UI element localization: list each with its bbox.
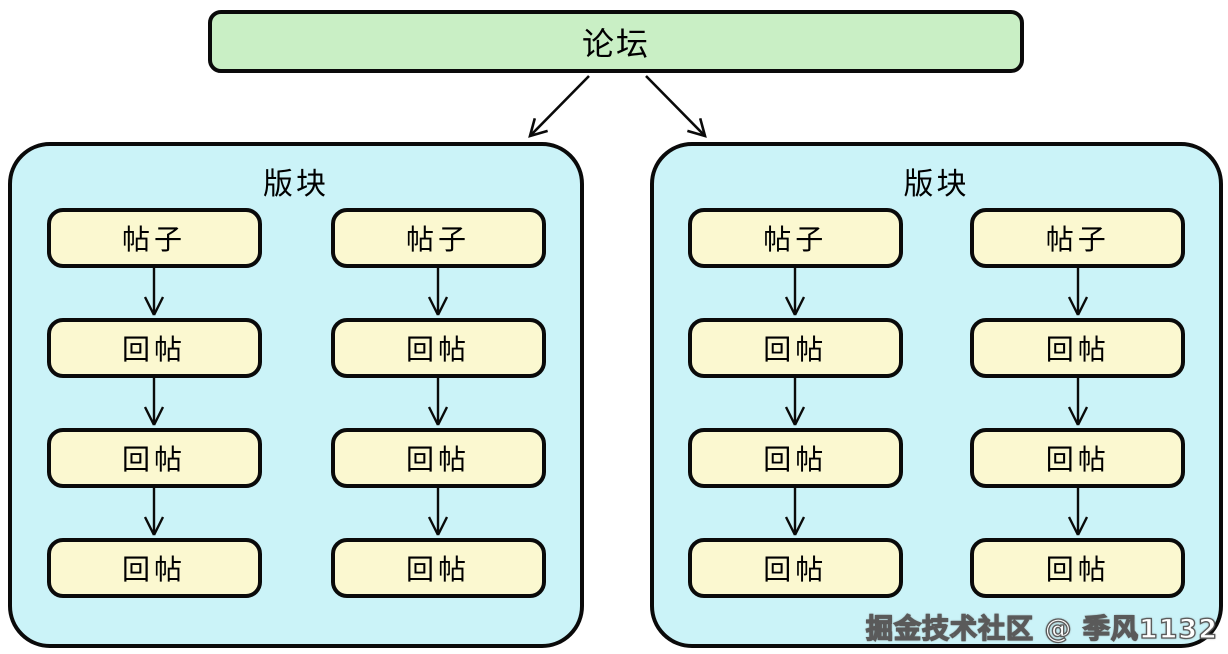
- reply-node: 回帖: [330, 538, 546, 598]
- down-arrow-icon: [427, 378, 449, 426]
- reply-node-label: 回帖: [763, 443, 828, 476]
- down-arrow-icon: [143, 378, 165, 426]
- post-node-label: 帖子: [1045, 223, 1110, 256]
- down-arrow-icon: [143, 488, 165, 536]
- reply-node-label: 回帖: [121, 553, 186, 586]
- post-node: 帖子: [46, 208, 262, 268]
- section-1-column-2: 帖子 回帖 回帖 回帖: [296, 208, 580, 644]
- forum-node-label: 论坛: [581, 24, 650, 63]
- arrow-forum-to-section-1: [528, 75, 590, 138]
- reply-node: 回帖: [687, 318, 903, 378]
- section-2-columns: 帖子 回帖 回帖 回帖 帖子 回帖 回帖 回帖: [654, 208, 1219, 644]
- section-1-columns: 帖子 回帖 回帖 回帖 帖子 回帖 回帖 回帖: [12, 208, 580, 644]
- post-node-label: 帖子: [405, 223, 470, 256]
- down-arrow-icon: [427, 488, 449, 536]
- reply-node: 回帖: [46, 538, 262, 598]
- reply-node: 回帖: [970, 318, 1186, 378]
- post-node-label: 帖子: [121, 223, 186, 256]
- reply-node-label: 回帖: [405, 443, 470, 476]
- reply-node-label: 回帖: [121, 333, 186, 366]
- reply-node: 回帖: [330, 428, 546, 488]
- section-container-1: 版块 帖子 回帖 回帖 回帖 帖子 回帖 回帖 回帖: [8, 142, 584, 648]
- section-container-2: 版块 帖子 回帖 回帖 回帖 帖子 回帖 回帖 回帖: [650, 142, 1223, 648]
- down-arrow-icon: [1067, 488, 1088, 536]
- reply-node: 回帖: [970, 538, 1186, 598]
- reply-node: 回帖: [46, 428, 262, 488]
- reply-node: 回帖: [46, 318, 262, 378]
- down-arrow-icon: [427, 268, 449, 316]
- arrow-forum-to-section-2: [645, 75, 707, 138]
- section-title: 版块: [263, 167, 329, 202]
- down-arrow-icon: [785, 268, 806, 316]
- post-node-label: 帖子: [763, 223, 828, 256]
- section-2-column-2: 帖子 回帖 回帖 回帖: [937, 208, 1220, 644]
- down-arrow-icon: [1067, 378, 1088, 426]
- section-2-column-1: 帖子 回帖 回帖 回帖: [654, 208, 937, 644]
- down-arrow-icon: [143, 268, 165, 316]
- reply-node-label: 回帖: [405, 553, 470, 586]
- post-node: 帖子: [687, 208, 903, 268]
- reply-node: 回帖: [687, 538, 903, 598]
- section-1-column-1: 帖子 回帖 回帖 回帖: [12, 208, 296, 644]
- reply-node-label: 回帖: [405, 333, 470, 366]
- reply-node-label: 回帖: [763, 553, 828, 586]
- down-arrow-icon: [1067, 268, 1088, 316]
- reply-node-label: 回帖: [1045, 443, 1110, 476]
- post-node: 帖子: [330, 208, 546, 268]
- post-node: 帖子: [970, 208, 1186, 268]
- reply-node-label: 回帖: [1045, 553, 1110, 586]
- down-arrow-icon: [785, 378, 806, 426]
- reply-node: 回帖: [687, 428, 903, 488]
- watermark-text: 掘金技术社区 @ 季风1132: [865, 613, 1218, 645]
- down-arrow-icon: [785, 488, 806, 536]
- reply-node-label: 回帖: [763, 333, 828, 366]
- section-title: 版块: [903, 167, 970, 202]
- reply-node: 回帖: [330, 318, 546, 378]
- forum-node: 论坛: [208, 10, 1024, 73]
- reply-node-label: 回帖: [121, 443, 186, 476]
- reply-node-label: 回帖: [1045, 333, 1110, 366]
- reply-node: 回帖: [970, 428, 1186, 488]
